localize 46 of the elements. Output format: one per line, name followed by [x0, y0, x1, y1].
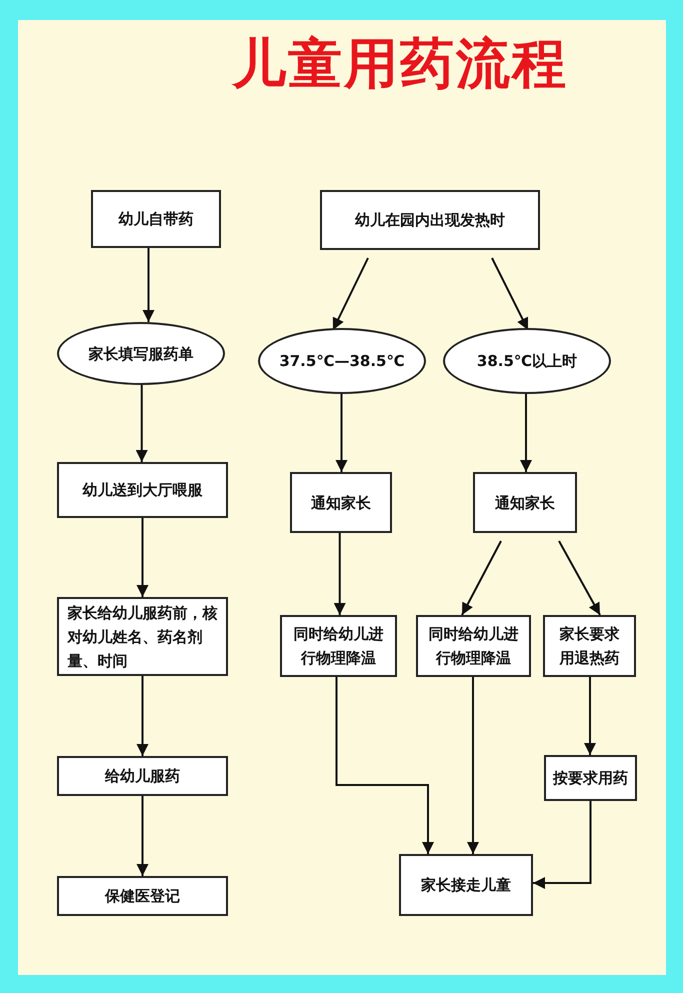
process-box — [544, 755, 637, 801]
node-label: 38.5℃以上时 — [476, 351, 578, 372]
arrow — [136, 676, 148, 756]
title: 儿童用药流程 — [230, 31, 569, 97]
arrow — [332, 258, 369, 330]
arrow — [136, 796, 148, 876]
arrow — [336, 677, 434, 854]
node-label: 按要求用药 — [552, 768, 629, 789]
arrow — [136, 518, 148, 597]
process-box — [57, 462, 228, 518]
process-box — [473, 472, 577, 533]
arrow — [584, 677, 596, 755]
arrow — [336, 394, 348, 472]
node-label: 37.5℃—38.5℃ — [278, 351, 406, 372]
node-label: 家长给幼儿服药前，核对幼儿姓名、药名剂量、时间 — [66, 602, 218, 672]
node-label: 幼儿自带药 — [118, 209, 194, 230]
process-box — [290, 472, 392, 533]
node-label: 家长要求用退热药 — [558, 624, 620, 669]
node-label: 同时给幼儿进行物理降温 — [292, 624, 384, 669]
arrow — [142, 248, 154, 322]
arrow — [491, 258, 529, 330]
arrow — [558, 540, 601, 616]
node-label: 通知家长 — [494, 492, 556, 514]
node-label: 通知家长 — [310, 492, 372, 514]
arrow — [533, 801, 592, 889]
process-box — [57, 756, 228, 796]
arrow — [461, 540, 502, 616]
arrow — [467, 677, 479, 854]
node-label: 给幼儿服药 — [104, 766, 181, 787]
process-box — [416, 615, 531, 677]
node-label: 幼儿在园内出现发热时 — [354, 210, 506, 231]
arrow — [334, 533, 346, 615]
node-label: 同时给幼儿进行物理降温 — [428, 624, 520, 669]
process-box — [320, 190, 540, 250]
process-box — [280, 615, 397, 677]
process-box — [57, 597, 228, 676]
process-box — [91, 190, 221, 248]
node-label: 家长接走儿童 — [420, 875, 512, 896]
process-box — [57, 876, 228, 916]
node-label: 保健医登记 — [104, 886, 181, 907]
arrow — [136, 385, 148, 462]
node-label: 幼儿送到大厅喂服 — [82, 480, 204, 501]
node-label: 家长填写服药单 — [88, 344, 194, 364]
process-box — [399, 854, 533, 916]
process-box — [543, 615, 636, 677]
arrow — [520, 394, 532, 472]
